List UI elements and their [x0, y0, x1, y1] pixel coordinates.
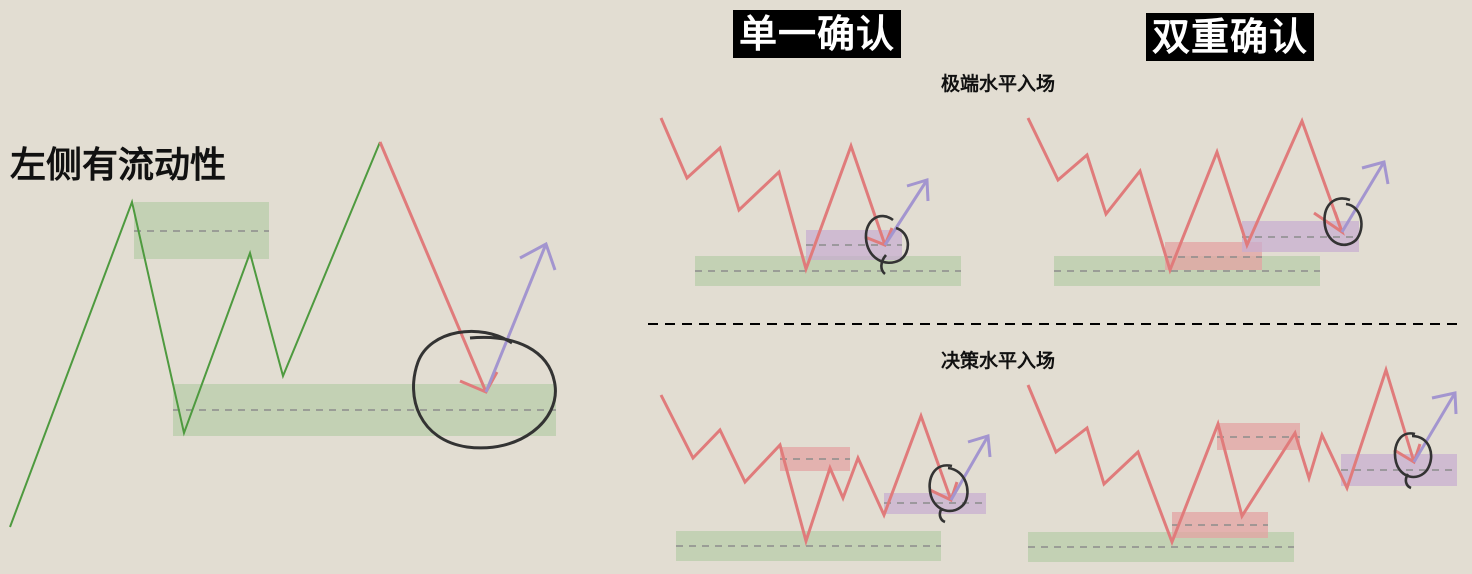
column-header-single-confirmation: 单一确认: [733, 10, 902, 58]
left-panel: [9, 141, 557, 528]
left-green-price-path: [9, 141, 381, 528]
row-label-extreme-level-entry: 极端水平入场: [941, 73, 1056, 95]
left-red-price-path: [378, 141, 488, 393]
panel-double-extreme: [1026, 116, 1390, 286]
red-price-path: [1026, 116, 1344, 275]
left-bottom-liquidity-zone: [173, 384, 556, 436]
purple-arrow: [883, 179, 929, 246]
left-purple-arrow: [484, 243, 548, 393]
entry-circle: [864, 214, 910, 276]
entry-circle: [1393, 432, 1433, 490]
panel-single-extreme: [659, 117, 961, 286]
purple-arrowhead: [906, 178, 930, 202]
panel-double-decision: [1026, 365, 1458, 562]
purple-arrowhead: [967, 434, 992, 458]
red-price-path: [659, 394, 953, 547]
purple-arrow: [1412, 392, 1457, 463]
purple-arrow: [949, 435, 990, 501]
red-price-path: [1026, 365, 1416, 547]
purple-arrowhead: [1361, 160, 1390, 185]
entry-circle: [928, 464, 969, 524]
row-label-decision-level-entry: 决策水平入场: [941, 350, 1056, 372]
left-purple-arrowhead: [519, 241, 557, 271]
panel-single-decision: [659, 394, 992, 561]
left-panel-title: 左侧有流动性: [10, 145, 227, 186]
red-zone: [780, 447, 850, 471]
red-price-path: [659, 117, 887, 274]
purple-arrow: [1340, 161, 1386, 233]
column-header-double-confirmation: 双重确认: [1146, 13, 1315, 61]
purple-arrowhead: [1431, 391, 1458, 415]
entry-circle: [1323, 197, 1363, 247]
left-entry-circle: [412, 329, 557, 450]
